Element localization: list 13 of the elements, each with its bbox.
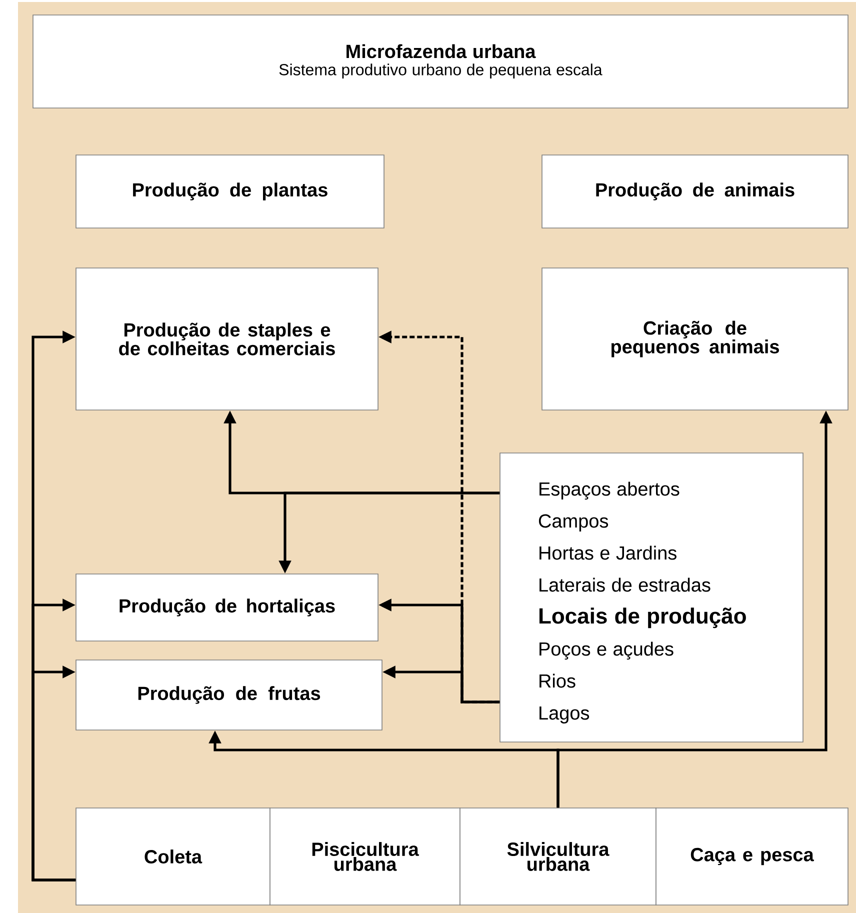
process-box: Criação de pequenos animais <box>542 268 848 410</box>
table-cell: Silvicultura urbana <box>460 808 656 906</box>
arrow <box>32 666 76 882</box>
process-box: Produção de staples e de colheitas comerciais <box>76 268 378 410</box>
process-box: Produção de frutas <box>76 660 382 730</box>
table-cell: Caça e pesca <box>656 808 848 906</box>
process-box: Produção de hortaliças <box>76 574 378 642</box>
category-box: Produção de plantas <box>76 154 384 228</box>
category-box: Produção de animais <box>542 154 848 228</box>
table-cell: Piscicultura urbana <box>270 808 460 906</box>
table-cell: Coleta <box>76 808 270 906</box>
title-box: Microfazenda urbana Sistema produtivo urbano de pequena escala <box>32 14 848 108</box>
list-box: Espaços abertos Campos Hortas e Jardins Laterais de estradas Locais de produção Poços e açudes Rios Lagos <box>500 452 804 742</box>
